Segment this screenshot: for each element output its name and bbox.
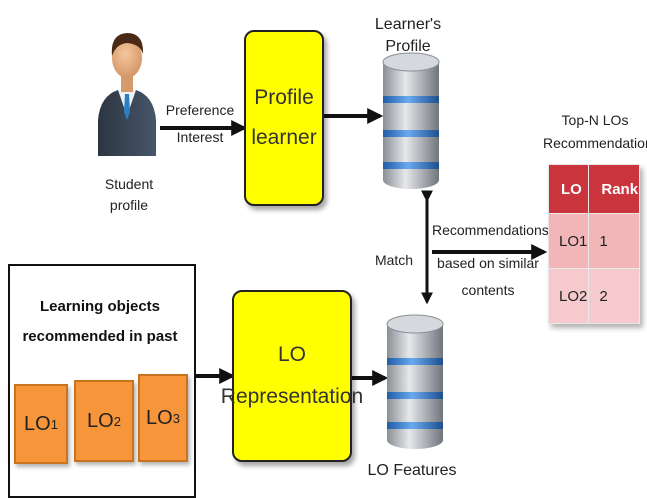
student-label-line1: Student bbox=[104, 176, 154, 192]
recommendations-line3: contents bbox=[461, 282, 515, 298]
student-label-line2: profile bbox=[109, 197, 149, 213]
table-cell-lo: LO2 bbox=[547, 268, 590, 324]
table-cell-rank: 1 bbox=[588, 213, 641, 269]
recommendations-line2: based on similar bbox=[437, 255, 539, 271]
top-n-title-line1: Top-N LOs bbox=[561, 112, 629, 128]
student-avatar bbox=[96, 16, 158, 156]
lo-card-2-label: LO bbox=[87, 409, 114, 432]
profile-learner-box: Profile learner bbox=[244, 30, 324, 206]
match-label: Match bbox=[374, 252, 414, 268]
past-title-line2: recommended in past bbox=[22, 328, 178, 345]
lo-features-db-icon bbox=[385, 314, 445, 450]
table-row: LO2 2 bbox=[547, 268, 641, 324]
interest-label: Interest bbox=[176, 129, 224, 145]
lo-representation-line2: Representation bbox=[220, 385, 364, 408]
table-header-lo: LO bbox=[547, 164, 590, 214]
table-row: LO1 1 bbox=[547, 213, 641, 269]
connectors bbox=[160, 108, 548, 386]
table-header-row: LO Rank bbox=[547, 164, 641, 214]
table-cell-lo: LO1 bbox=[547, 213, 590, 269]
profile-learner-line2: learner bbox=[251, 126, 317, 149]
learners-profile-db-icon bbox=[381, 52, 441, 190]
lo-card-3-sub: 3 bbox=[172, 410, 180, 426]
recommendations-line1: Recommendations bbox=[432, 222, 549, 238]
preference-label: Preference bbox=[165, 102, 235, 118]
table-cell-rank: 2 bbox=[588, 268, 641, 324]
lo-representation-line1: LO bbox=[277, 343, 306, 366]
lo-representation-box: LO Representation bbox=[221, 290, 363, 462]
table-header-rank: Rank bbox=[588, 164, 641, 214]
lo-features-title: LO Features bbox=[367, 462, 457, 479]
lo-card-1-label: LO bbox=[24, 412, 51, 435]
profile-learner-line1: Profile bbox=[254, 86, 314, 109]
learners-profile-title: Learner's Profile bbox=[374, 16, 442, 55]
lo-card-1-sub: 1 bbox=[50, 416, 58, 432]
top-n-table: LO Rank LO1 1 LO2 2 bbox=[547, 164, 641, 324]
lo-card-3-label: LO bbox=[146, 406, 173, 429]
top-n-title-line2: Recommendations bbox=[543, 135, 647, 151]
lo-card-2-sub: 2 bbox=[113, 413, 121, 429]
person-icon bbox=[98, 33, 156, 156]
past-title-line1: Learning objects bbox=[39, 298, 161, 315]
